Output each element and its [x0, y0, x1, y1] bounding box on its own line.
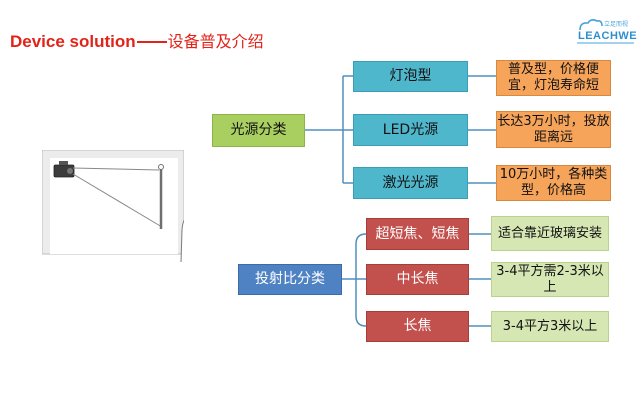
throw-desc-short: 适合靠近玻璃安装 — [491, 216, 609, 251]
throw-type-short: 超短焦、短焦 — [366, 218, 469, 250]
logo-tagline: 立足而视 — [604, 21, 629, 28]
title-chinese: 设备普及介绍 — [167, 32, 264, 51]
throw-desc-long: 3-4平方3米以上 — [491, 311, 609, 342]
light-type-laser: 激光光源 — [353, 167, 468, 199]
logo-brand-text: LEACHWE — [578, 30, 638, 42]
brand-logo: 立足而视 LEACHWE — [574, 18, 638, 44]
throw-type-long: 长焦 — [366, 311, 469, 342]
light-desc-bulb: 普及型，价格便宜，灯泡寿命短 — [496, 60, 611, 96]
title-dash — [136, 41, 167, 43]
light-type-led: LED光源 — [353, 114, 468, 146]
title-english: Device solution — [10, 32, 136, 51]
cloud-logo-icon — [577, 19, 634, 44]
connector-throw-spine — [355, 233, 367, 327]
person-icon — [180, 219, 184, 262]
light-desc-laser: 10万小时，各种类型，价格高 — [496, 165, 611, 201]
throw-ratio-category: 投射比分类 — [238, 264, 342, 295]
projector-room-icon — [42, 150, 184, 262]
light-type-bulb: 灯泡型 — [353, 61, 468, 92]
throw-type-medium: 中长焦 — [366, 264, 469, 295]
light-desc-led: 长达3万小时，投放距离远 — [496, 111, 611, 148]
throw-desc-medium: 3-4平方需2-3米以上 — [491, 262, 609, 297]
light-source-category: 光源分类 — [212, 114, 305, 147]
page-title: Device solution 设备普及介绍 — [10, 28, 264, 52]
